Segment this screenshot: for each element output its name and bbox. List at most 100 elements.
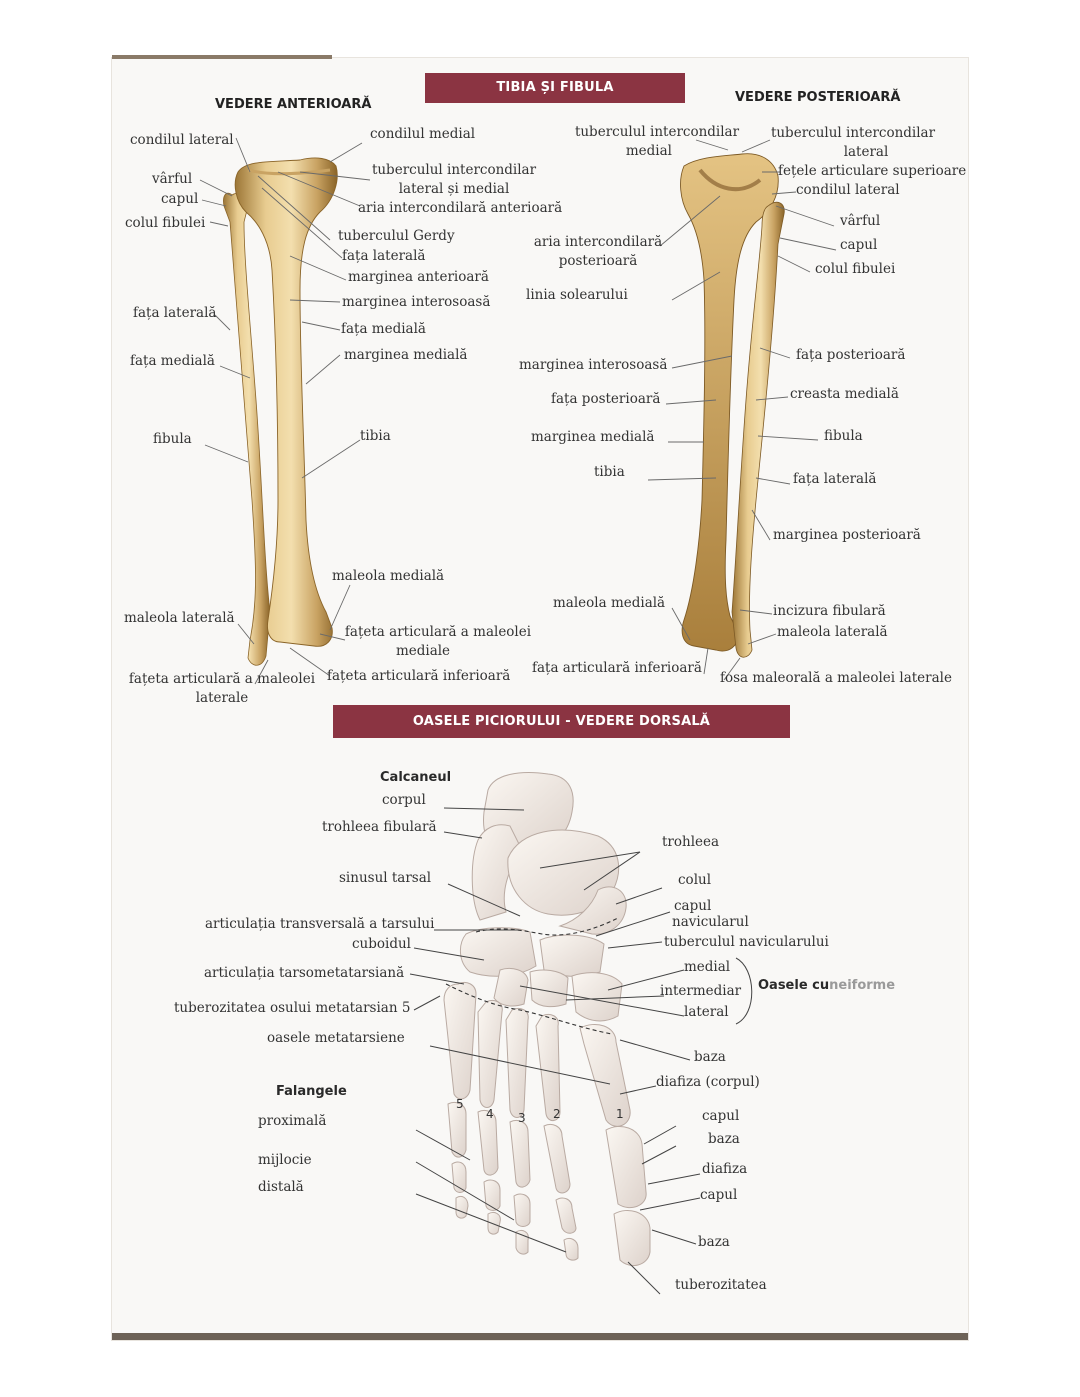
label-post-linia-solearului: linia solearului [526, 287, 628, 303]
label-foot-diafiza-corpul: diafiza (corpul) [656, 1074, 760, 1090]
label-foot-trohleea: trohleea [662, 834, 720, 850]
label-foot-tuberculul-navicularului: tuberculul navicularului [664, 934, 829, 950]
label-post-fata-articulara-inferioara: fața articulară inferioară [532, 660, 702, 676]
label-ant-condilul-medial: condilul medial [370, 126, 476, 142]
label-post-fata-posterioara-fibula: fața posterioară [796, 347, 906, 363]
banner-foot-bones: OASELE PICIORULUI - VEDERE DORSALĂ [333, 705, 790, 738]
label-foot-diafiza-falanga: diafiza [702, 1161, 748, 1177]
label-post-fetele-articulare: fețele articulare superioare [778, 163, 967, 179]
heading-anterior-view: VEDERE ANTERIOARĂ [215, 97, 372, 112]
label-post-tibia: tibia [594, 464, 625, 480]
label-post-aria-line1: aria intercondilară [533, 234, 663, 250]
label-foot-art-tarsometatarsiana: articulația tarsometatarsiană [204, 965, 405, 981]
label-foot-calcaneul: Calcaneul [380, 770, 452, 785]
label-foot-cuboidul: cuboidul [352, 936, 411, 952]
label-foot-distala: distală [258, 1179, 304, 1195]
label-post-tub-lateral-line2: lateral [843, 144, 889, 160]
label-ant-aria-intercondilara: aria intercondilară anterioară [358, 200, 563, 216]
label-ant-maleola-mediala: maleola medială [332, 568, 445, 584]
label-post-capul: capul [840, 237, 878, 253]
label-post-fata-laterala: fața laterală [793, 471, 877, 487]
anterior-tibia [234, 157, 338, 647]
label-foot-oasele-cuneiforme: Oasele cuneiforme [758, 978, 896, 993]
label-foot-tuberozitatea-mt5: tuberozitatea osului metatarsian 5 [174, 1000, 411, 1016]
top-edge-line [112, 55, 332, 59]
banner-tibia-fibula: TIBIA ȘI FIBULA [425, 73, 685, 103]
label-post-marginea-mediala: marginea medială [531, 429, 655, 445]
foot-joint-lines [445, 917, 619, 1035]
label-post-maleola-laterala: maleola laterală [777, 624, 888, 640]
label-foot-baza-distala: baza [698, 1234, 730, 1250]
label-post-colul-fibulei: colul fibulei [815, 261, 896, 277]
label-post-fosa-maleorala: fosa maleorală a maleolei laterale [720, 670, 952, 686]
posterior-leader-lines [647, 139, 837, 681]
label-ant-colul-fibulei: colul fibulei [125, 215, 206, 231]
label-ant-condilul-lateral: condilul lateral [130, 132, 234, 148]
label-foot-capul-metatarsian: capul [702, 1108, 740, 1124]
label-foot-art-transversala: articulația transversală a tarsului [205, 916, 435, 932]
foot-bones [443, 772, 651, 1267]
svg-text:2: 2 [553, 1107, 561, 1121]
label-ant-fata-laterala-tibia: fața laterală [342, 248, 426, 264]
label-post-aria-line2: posterioară [558, 253, 638, 269]
label-post-condilul-lateral: condilul lateral [796, 182, 900, 198]
label-ant-capul: capul [161, 191, 199, 207]
label-post-creasta-mediala: creasta medială [790, 386, 899, 402]
label-foot-cuneiform-medial: medial [684, 959, 731, 975]
label-foot-proximala: proximală [258, 1113, 327, 1129]
label-foot-falangele: Falangele [276, 1084, 347, 1099]
heading-posterior-view: VEDERE POSTERIOARĂ [735, 90, 901, 105]
label-ant-fateta-maleolei-mediale-line2: mediale [395, 643, 451, 659]
label-foot-mijlocie: mijlocie [258, 1152, 312, 1168]
label-foot-oasele-metatarsiene: oasele metatarsiene [267, 1030, 405, 1046]
label-ant-tibia: tibia [360, 428, 391, 444]
anterior-fibula [223, 192, 271, 666]
label-ant-fateta-inferioara: fațeta articulară inferioară [327, 668, 511, 684]
page-sheet [112, 58, 968, 1340]
posterior-fibula [731, 201, 785, 658]
label-foot-baza-metatarsian: baza [694, 1049, 726, 1065]
label-foot-colul: colul [678, 872, 712, 888]
label-post-fata-posterioara-tibia: fața posterioară [551, 391, 661, 407]
label-ant-marginea-anterioara: marginea anterioară [348, 269, 489, 285]
label-post-maleola-mediala: maleola medială [553, 595, 666, 611]
label-ant-tuberculul-gerdy: tuberculul Gerdy [338, 228, 455, 244]
svg-text:1: 1 [616, 1107, 624, 1121]
foot-leader-lines [409, 807, 753, 1295]
label-ant-fata-laterala: fața laterală [133, 305, 217, 321]
label-post-varful: vârful [840, 213, 881, 229]
label-foot-sinusul-tarsal: sinusul tarsal [339, 870, 432, 886]
label-foot-cuneiform-lateral: lateral [684, 1004, 729, 1020]
label-ant-fateta-maleolei-laterale-line1: fațeta articulară a maleolei [128, 671, 316, 687]
label-ant-varful: vârful [152, 171, 193, 187]
label-foot-navicularul: navicularul [672, 914, 749, 930]
label-post-tub-medial-line1: tuberculul intercondilar [574, 124, 740, 140]
label-ant-marginea-interosoasa: marginea interosoasă [342, 294, 491, 310]
label-post-marginea-interosoasa: marginea interosoasă [519, 357, 668, 373]
svg-text:4: 4 [486, 1107, 494, 1121]
label-foot-capul: capul [674, 898, 712, 914]
label-ant-fateta-maleolei-laterale-line2: laterale [195, 690, 249, 706]
label-foot-cuneiform-intermediar: intermediar [660, 983, 742, 999]
label-foot-tuberozitatea: tuberozitatea [675, 1277, 767, 1293]
label-ant-marginea-mediala: marginea medială [344, 347, 468, 363]
anterior-leader-lines [199, 137, 371, 685]
label-foot-corpul: corpul [382, 792, 426, 808]
foot-toe-numbers: 5 4 3 2 1 [456, 1097, 624, 1125]
label-post-tub-medial-line2: medial [625, 143, 672, 159]
label-ant-fibula: fibula [153, 431, 192, 447]
svg-text:3: 3 [518, 1111, 526, 1125]
label-foot-baza-proximala: baza [708, 1131, 740, 1147]
svg-text:5: 5 [456, 1097, 464, 1111]
label-post-marginea-posterioara: marginea posterioară [773, 527, 921, 543]
label-ant-fata-mediala-tibia: fața medială [341, 321, 426, 337]
label-foot-capul-falanga: capul [700, 1187, 738, 1203]
label-foot-trohleea-fibulara: trohleea fibulară [322, 819, 437, 835]
label-ant-fateta-maleolei-mediale-line1: fațeta articulară a maleolei [344, 624, 532, 640]
label-post-incizura-fibulara: incizura fibulară [773, 603, 886, 619]
label-ant-tuberculul-line1: tuberculul intercondilar [371, 162, 537, 178]
label-post-tub-lateral-line1: tuberculul intercondilar [770, 125, 936, 141]
label-ant-tuberculul-line2: lateral și medial [398, 181, 510, 197]
label-ant-fata-mediala: fața medială [130, 353, 215, 369]
